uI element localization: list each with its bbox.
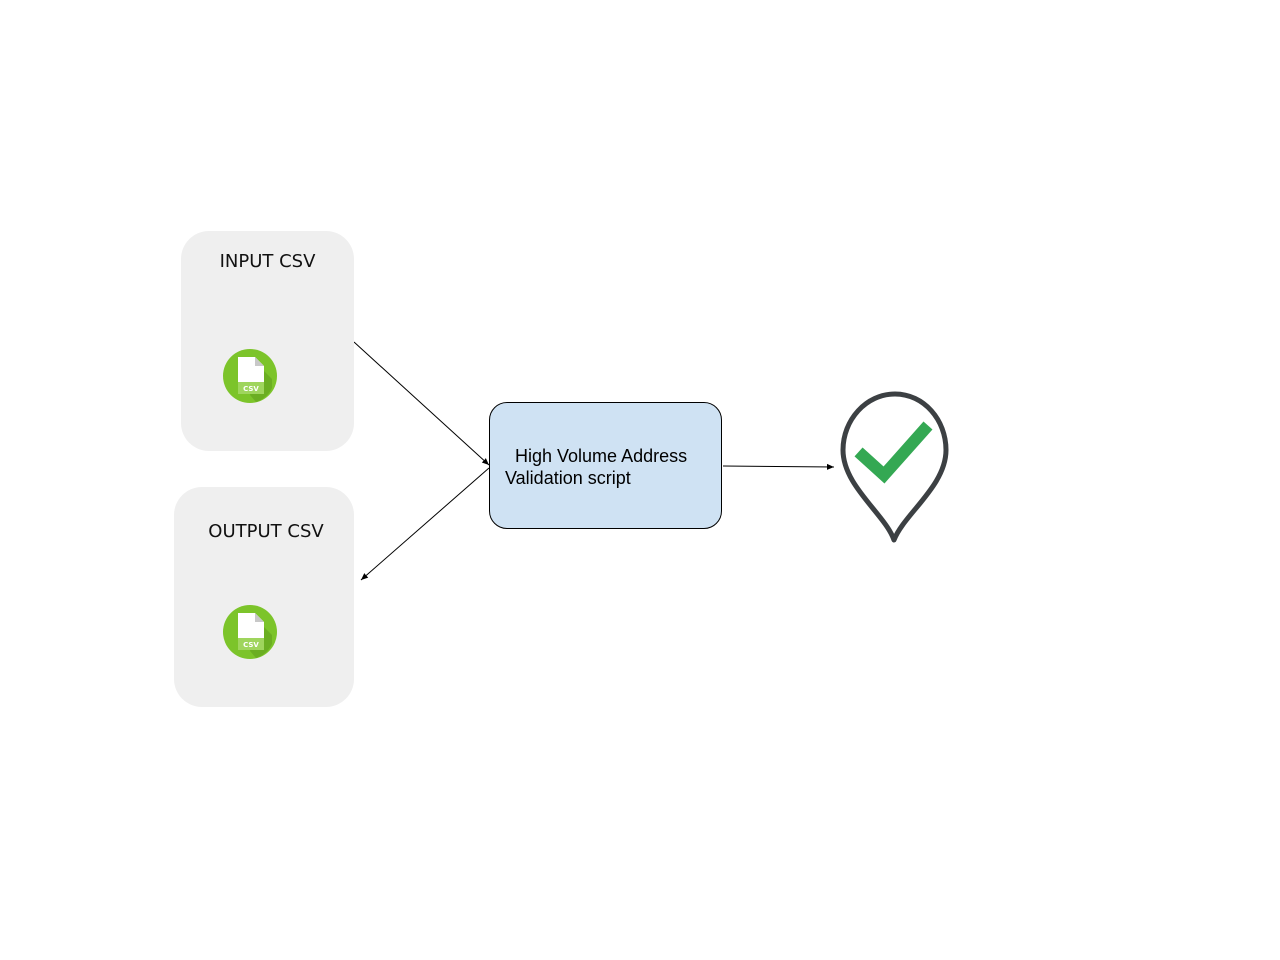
- check-mark-icon: [854, 421, 933, 484]
- process-label-line2: Validation script: [505, 468, 631, 488]
- csv-icon-label: CSV: [243, 385, 259, 393]
- validated-location-pin-icon: [840, 391, 949, 543]
- output-csv-title: OUTPUT CSV: [208, 521, 324, 542]
- arrow-process-to-result: [722, 463, 835, 470]
- csv-file-icon: CSV: [223, 349, 277, 403]
- process-label-line1: High Volume Address: [515, 446, 688, 466]
- csv-file-icon: CSV: [223, 605, 277, 659]
- input-csv-title: INPUT CSV: [219, 251, 316, 272]
- address-validation-process: High Volume Address Validation script: [489, 402, 722, 529]
- input-csv-panel: INPUT CSV CSV: [181, 231, 354, 451]
- arrow-process-to-output: [360, 467, 490, 581]
- arrow-input-to-process: [353, 341, 490, 466]
- csv-icon-label: CSV: [243, 641, 259, 649]
- output-csv-panel: OUTPUT CSV CSV: [174, 487, 354, 707]
